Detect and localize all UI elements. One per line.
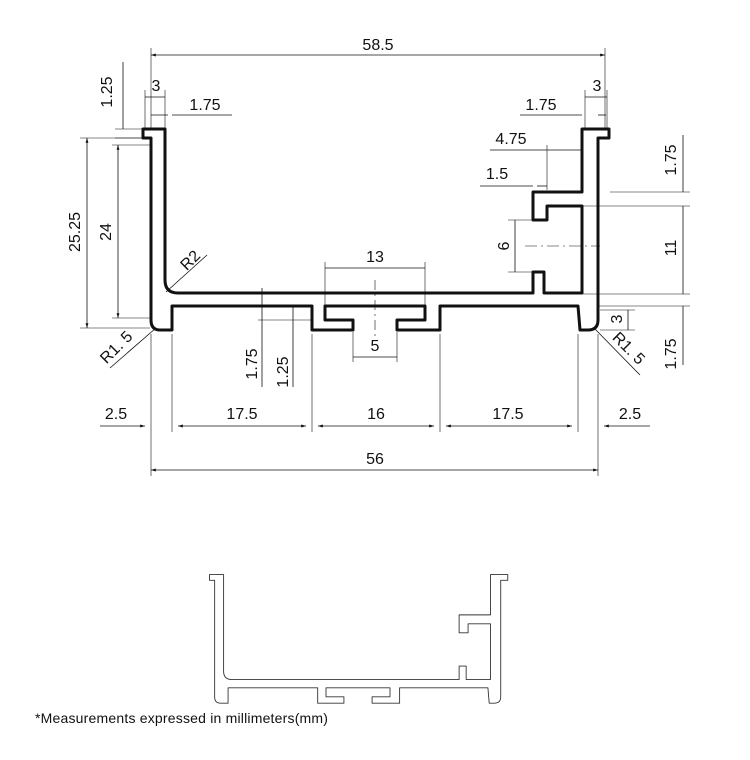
dim-bottom-lip-right: 1.75 [663,338,680,369]
dim-bottom-step-right: 3 [609,314,626,323]
dim-center-slot-width: 13 [366,249,384,266]
dim-overall-top-width: 58.5 [362,37,393,54]
dim-base-step: 1.25 [275,356,292,387]
dim-inner-radius: R2 [178,248,205,275]
dim-right-wall-thickness: 1.75 [525,97,556,114]
measurement-footnote: *Measurements expressed in millimeters(m… [35,710,329,726]
dim-slot-gap: 6 [496,241,513,250]
dim-center-span: 16 [367,406,385,423]
dim-inner-height: 24 [98,223,115,241]
dim-left-corner-radius: R1. 5 [97,328,136,367]
dim-overall-bottom-width: 56 [366,451,384,468]
dim-right-span: 17.5 [492,406,523,423]
dim-right-lip-width: 3 [593,78,602,95]
dim-right-hook-thickness: 1.5 [486,166,508,183]
dim-left-foot: 2.5 [105,406,127,423]
dim-right-hook-offset: 4.75 [495,131,526,148]
dim-left-lip-height: 1.25 [99,76,116,107]
dim-left-wall-thickness: 1.75 [189,97,220,114]
profile-preview [209,574,509,704]
dim-outer-height: 25.25 [67,212,84,252]
dim-right-inner-height: 11 [663,240,680,257]
dim-left-span: 17.5 [226,406,257,423]
dim-center-slot-opening: 5 [371,338,380,355]
aluminum-profile-section [141,127,611,332]
dim-right-foot: 2.5 [619,406,641,423]
dim-right-top-lip-height: 1.75 [663,144,680,175]
dim-left-lip-width: 3 [152,78,161,95]
dim-base-thickness: 1.75 [244,348,261,379]
